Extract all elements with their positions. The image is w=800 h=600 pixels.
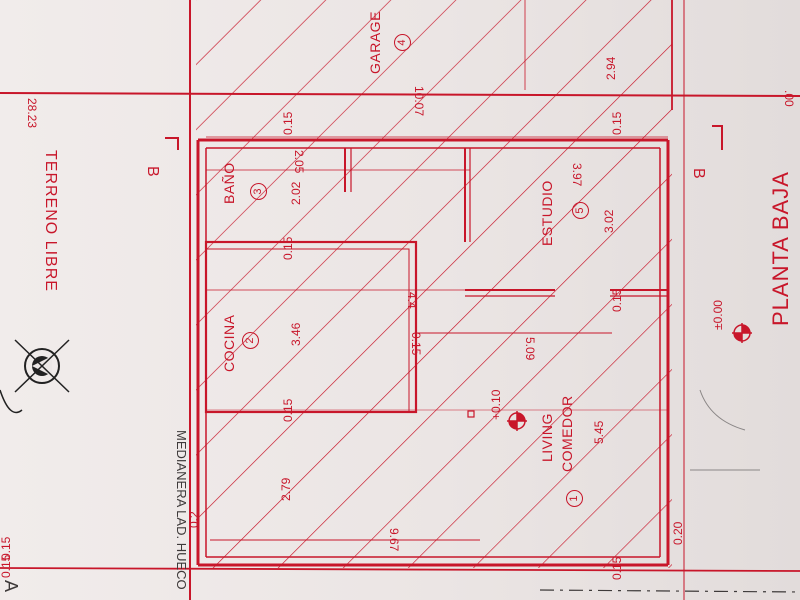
- dim-wall-1: 0.15: [281, 111, 295, 135]
- dim-right-edge: .00: [782, 90, 796, 107]
- dim-study-depth: 3.02: [602, 209, 616, 233]
- level-exterior-text: ±0.00: [711, 300, 725, 330]
- boundary-line-bottom: [0, 567, 800, 572]
- free-land-label: TERRENO LIBRE: [42, 150, 59, 292]
- dim-bath-width: 2.05: [292, 150, 306, 174]
- section-cut-left: [165, 137, 179, 150]
- axis-line-a: [539, 589, 800, 593]
- hatched-built-area: [196, 0, 672, 568]
- dim-facade-width: 10.07: [412, 86, 426, 117]
- dim-left-wall-run: 2.79: [279, 477, 293, 501]
- dim-wall-10: 0.2: [187, 511, 201, 528]
- room-living-name-2: COMEDOR: [559, 395, 575, 472]
- dim-study-width: 3.97: [570, 163, 584, 187]
- room-kitchen-name: COCINA: [221, 314, 237, 372]
- room-study-name: ESTUDIO: [539, 180, 555, 246]
- pencil-sketch-mark: [690, 389, 760, 471]
- dim-house-length: 9.67: [387, 528, 401, 552]
- dim-kitchen-depth: 3.46: [289, 322, 303, 346]
- column-marker: [467, 410, 475, 418]
- room-bath-name: BAÑO: [221, 162, 237, 204]
- room-garage-name: GARAGE: [367, 11, 383, 74]
- dim-wall-4: 0.15: [281, 398, 295, 422]
- boundary-label: MEDIANERA LAD. HUECO: [174, 430, 189, 590]
- level-marker-interior: [507, 411, 527, 431]
- axis-letter: A: [1, 580, 21, 593]
- dim-living-depth: 5.45: [592, 420, 606, 444]
- section-marker-left: B: [144, 166, 161, 177]
- dim-living-width: 5.09: [523, 337, 537, 361]
- dim-bath-depth: 2.02: [289, 181, 303, 205]
- dim-wall-5: 0.15: [610, 288, 624, 312]
- room-number-3: 3: [250, 183, 267, 200]
- dim-garage-depth: 2.94: [604, 56, 618, 80]
- room-number-2: 2: [242, 332, 259, 349]
- kitchen-walls-inner: [205, 248, 410, 413]
- room-number-5: 5: [572, 202, 589, 219]
- section-marker-right: B: [690, 168, 707, 179]
- level-marker-exterior: [732, 323, 752, 343]
- room-number-1: 1: [566, 490, 583, 507]
- lot-line-top: [0, 92, 800, 97]
- dim-wall-6: 0.15: [610, 556, 624, 580]
- plan-title: PLANTA BAJA: [768, 171, 793, 326]
- level-interior-text: +0.10: [489, 389, 503, 420]
- compass-rose-icon: [0, 339, 70, 414]
- dim-wall-2: 0.15: [610, 111, 624, 135]
- dim-kitchen-width: 4.4: [405, 292, 419, 309]
- room-living-name: LIVING: [539, 413, 555, 462]
- dim-lot-length: 28.23: [25, 98, 39, 129]
- dim-wall-8: 0.15: [409, 332, 423, 356]
- dim-wall-9: 0.15: [0, 554, 13, 578]
- room-number-4: 4: [394, 34, 411, 51]
- dim-wall-3: 0.15: [281, 236, 295, 260]
- dim-wall-11: 0.20: [671, 521, 685, 545]
- section-cut-right: [712, 125, 723, 150]
